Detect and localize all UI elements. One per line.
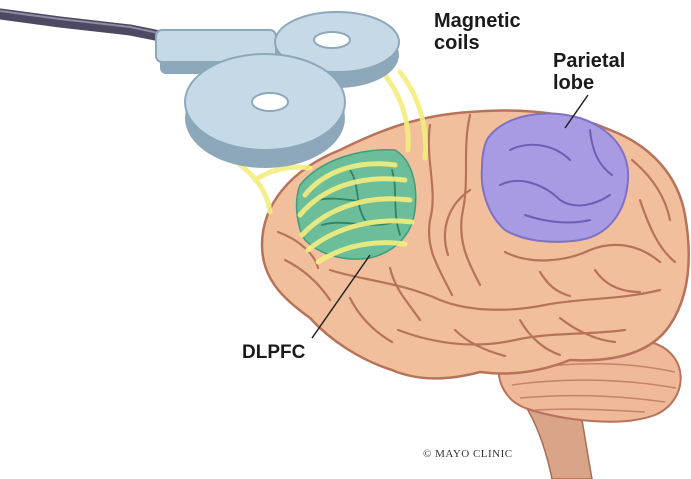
- dlpfc-label: DLPFC: [242, 342, 305, 364]
- magnetic-coils-label: Magnetic coils: [434, 10, 521, 54]
- copyright-credit: © MAYO CLINIC: [423, 448, 513, 460]
- parietal-lobe-text: Parietal lobe: [553, 50, 625, 94]
- dlpfc-text: DLPFC: [242, 342, 305, 363]
- parietal-lobe-label: Parietal lobe: [553, 50, 625, 94]
- coil-hole-top: [314, 32, 350, 48]
- magnetic-coils-text: Magnetic coils: [434, 10, 521, 54]
- credit-text: © MAYO CLINIC: [423, 448, 513, 460]
- coil-cable: [0, 14, 170, 38]
- coil-hole-bottom: [252, 93, 288, 111]
